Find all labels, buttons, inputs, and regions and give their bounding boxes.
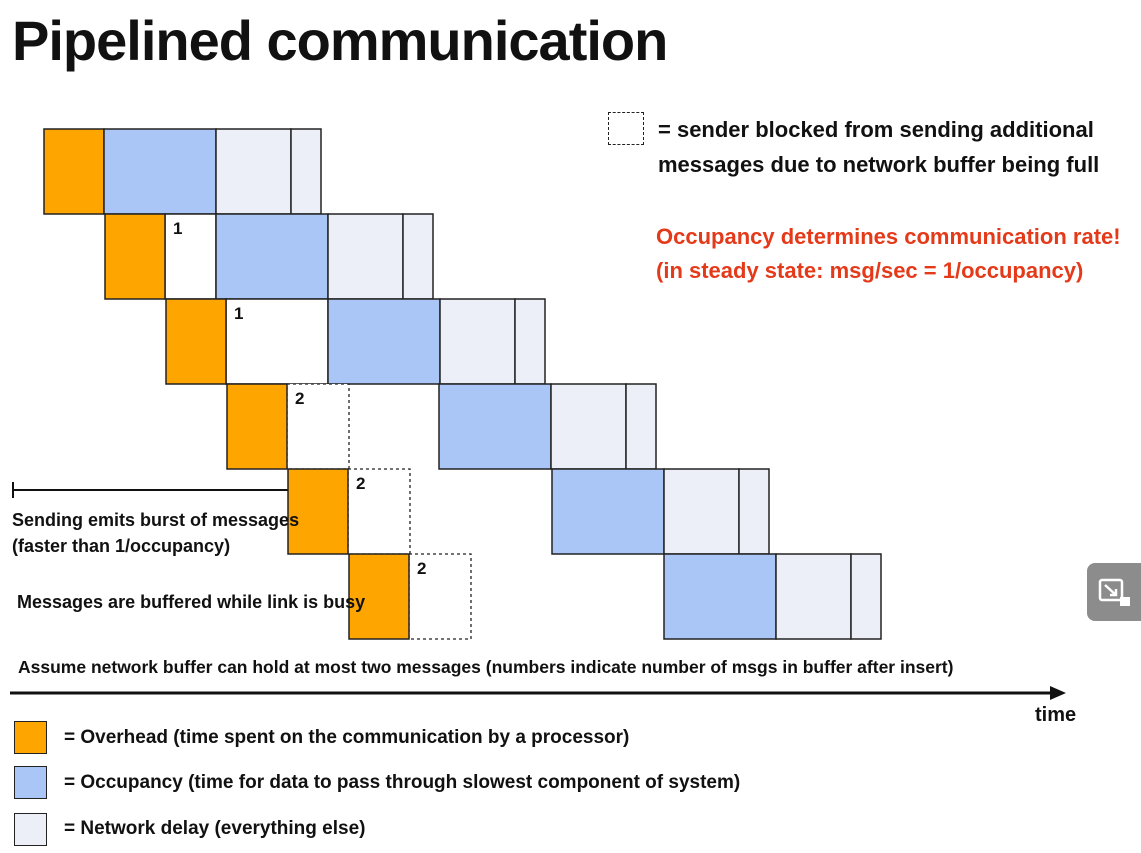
occupancy-block [215, 213, 329, 300]
buffer-count-label: 2 [417, 559, 426, 578]
occupancy-legend-swatch [14, 766, 47, 799]
blocked-legend-line2: messages due to network buffer being ful… [658, 152, 1100, 177]
overhead-block [104, 213, 166, 300]
sender-blocked-box [408, 553, 472, 640]
network-delay-block [215, 128, 292, 215]
occupancy-legend-label: = Occupancy (time for data to pass throu… [64, 772, 741, 793]
time-axis-label: time [1035, 704, 1077, 726]
network-delay-block [439, 298, 516, 385]
network-delay-tail-block [625, 383, 657, 470]
occupancy-block [327, 298, 441, 385]
expand-window-button[interactable] [1087, 563, 1141, 621]
burst-note-line2: (faster than 1/occupancy) [12, 536, 231, 556]
network-delay-tail-block [402, 213, 434, 300]
burst-note-line1: Sending emits burst of messages [12, 510, 300, 530]
network-delay-tail-block [290, 128, 322, 215]
overhead-block [226, 383, 288, 470]
buffered-note: Messages are buffered while link is busy [17, 592, 366, 612]
buffer-count-label: 1 [234, 304, 243, 323]
time-axis [10, 686, 1066, 700]
occupancy-highlight: Occupancy determines communication rate!… [656, 220, 1121, 288]
overhead-block [43, 128, 105, 215]
burst-note: Sending emits burst of messages (faster … [12, 507, 299, 559]
delay-legend-label: = Network delay (everything else) [64, 818, 366, 839]
occupancy-block [438, 383, 552, 470]
network-delay-block [663, 468, 740, 555]
burst-bracket [12, 482, 291, 498]
network-delay-tail-block [514, 298, 546, 385]
assume-note: Assume network buffer can hold at most t… [18, 657, 954, 677]
occupancy-block [103, 128, 217, 215]
overhead-block [165, 298, 227, 385]
occupancy-block [663, 553, 777, 640]
network-delay-tail-block [850, 553, 882, 640]
occupancy-block [551, 468, 665, 555]
buffer-count-label: 2 [295, 389, 304, 408]
delay-legend-swatch [14, 813, 47, 846]
blocked-legend-text: = sender blocked from sending additional… [658, 112, 1099, 182]
occupancy-highlight-line2: (in steady state: msg/sec = 1/occupancy) [656, 258, 1084, 283]
occupancy-highlight-line1: Occupancy determines communication rate! [656, 224, 1121, 249]
buffer-count-label: 2 [356, 474, 365, 493]
buffer-count-label: 1 [173, 219, 182, 238]
sender-blocked-box [347, 468, 411, 555]
network-delay-block [775, 553, 852, 640]
network-delay-block [327, 213, 404, 300]
network-delay-block [550, 383, 627, 470]
overhead-block [287, 468, 349, 555]
overhead-block [348, 553, 410, 640]
overhead-legend-label: = Overhead (time spent on the communicat… [64, 727, 630, 748]
page-title: Pipelined communication [12, 9, 668, 72]
network-delay-tail-block [738, 468, 770, 555]
message-rows: 1 1 2 2 2 [43, 128, 882, 640]
blocked-legend-swatch [608, 112, 644, 145]
sender-blocked-box [286, 383, 350, 470]
blocked-legend-line1: = sender blocked from sending additional [658, 117, 1094, 142]
overhead-legend-swatch [14, 721, 47, 754]
expand-window-icon [1098, 578, 1130, 606]
